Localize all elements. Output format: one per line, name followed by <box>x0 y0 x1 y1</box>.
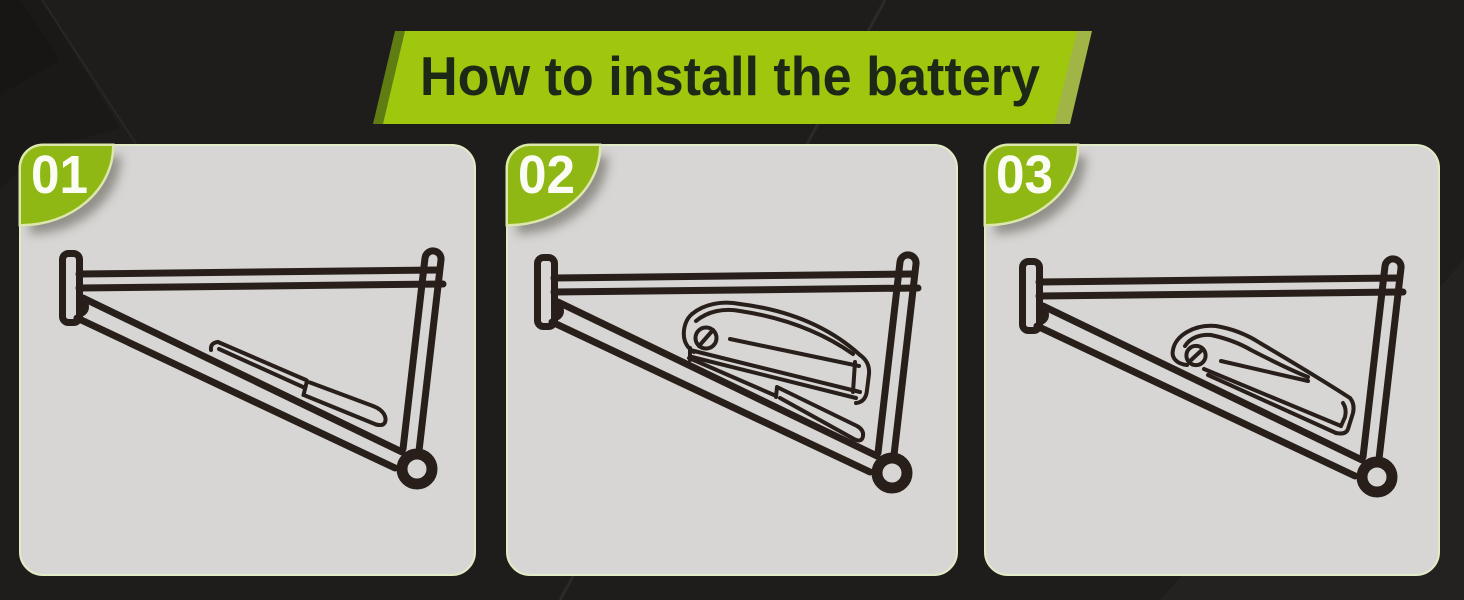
svg-text:How to install the battery: How to install the battery <box>420 45 1040 107</box>
